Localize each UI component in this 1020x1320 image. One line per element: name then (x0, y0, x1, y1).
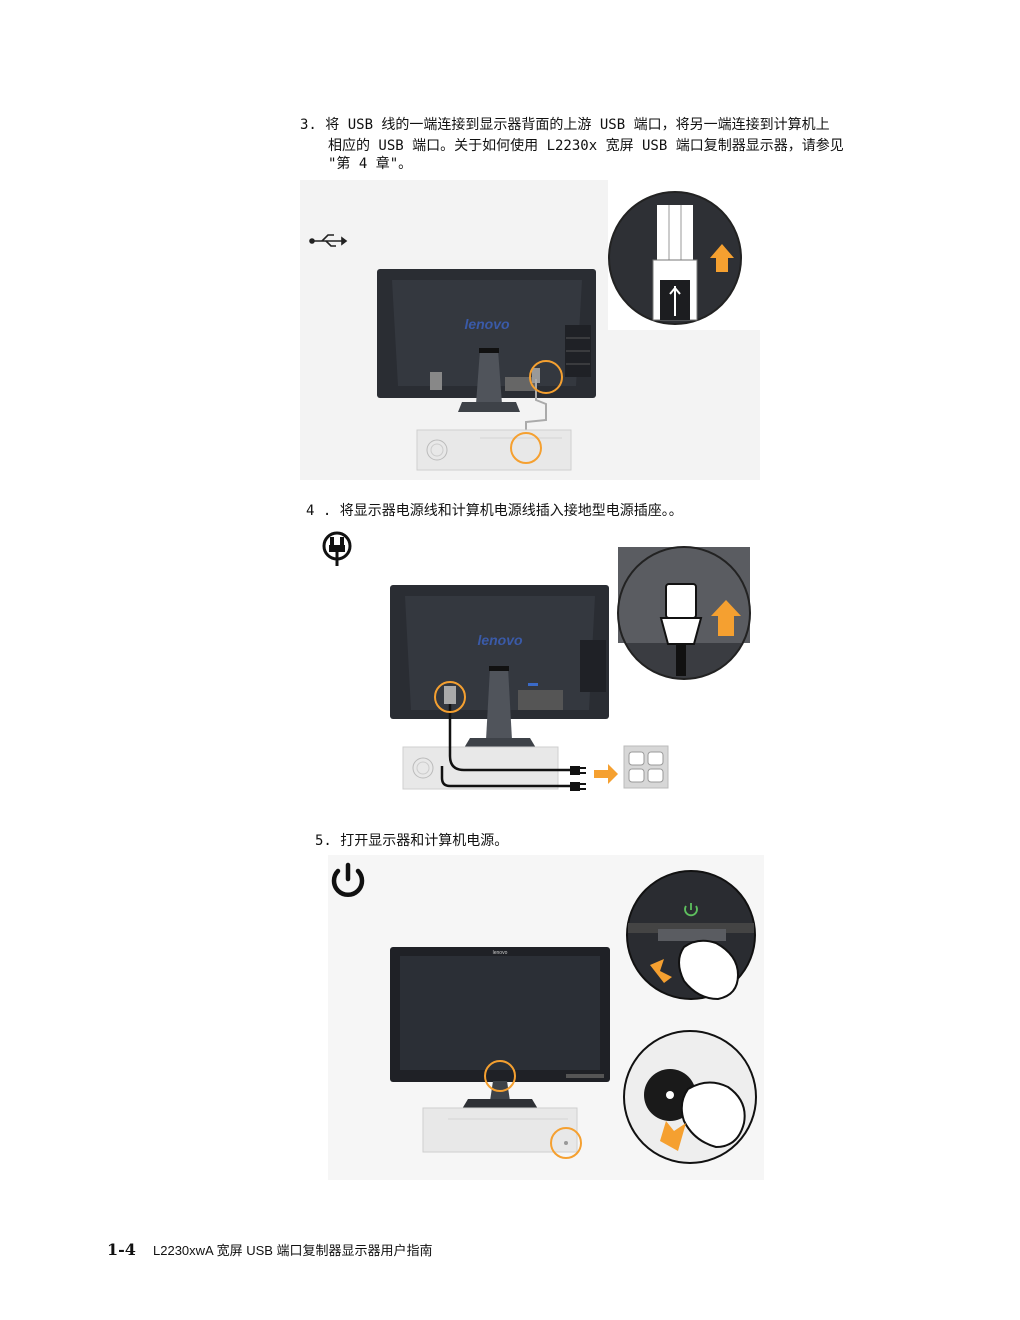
power-plug-icon (322, 531, 352, 566)
wall-outlet (623, 745, 669, 789)
lenovo-logo: lenovo (477, 632, 523, 648)
computer-case (416, 429, 572, 471)
usb-icon (669, 286, 681, 316)
usb-connection-illustration: lenovo (300, 180, 760, 480)
step-5-line-1: 5. 打开显示器和计算机电源。 (315, 833, 509, 849)
power-connection-illustration: lenovo (322, 531, 751, 791)
usb-icon (309, 234, 348, 247)
computer-case (422, 1107, 578, 1153)
power-port-zoom (617, 546, 751, 680)
power-led-icon (684, 903, 698, 917)
monitor-power-cable (448, 703, 574, 772)
step-3-line-1: 3. 将 USB 线的一端连接到显示器背面的上游 USB 端口，将另一端连接到计… (300, 117, 830, 133)
computer-power-button-zoom (623, 1030, 757, 1164)
press-arrow-icon (660, 1121, 686, 1151)
right-arrow-icon (594, 764, 618, 784)
up-arrow-icon (711, 600, 741, 636)
monitor-front: lenovo (390, 947, 610, 1082)
monitor-power-button-zoom (626, 870, 756, 1001)
monitor-back: lenovo (377, 269, 596, 398)
highlight-ring (529, 360, 563, 394)
power-on-illustration: lenovo (328, 855, 764, 1180)
step-4-line-1: 4 . 将显示器电源线和计算机电源线插入接地型电源插座。。 (306, 503, 683, 519)
power-icon (331, 862, 365, 898)
usb-cable (525, 379, 547, 448)
highlight-ring (434, 681, 466, 713)
step-3-line-2: 相应的 USB 端口。关于如何使用 L2230x 宽屏 USB 端口复制器显示器… (328, 138, 844, 154)
lenovo-logo: lenovo (464, 316, 510, 332)
monitor-stand (476, 350, 502, 404)
press-arrow-icon (650, 959, 672, 983)
computer-case (402, 746, 559, 790)
step-3-line-3: "第 4 章"。 (328, 156, 413, 172)
computer-power-cable (440, 766, 574, 788)
highlight-ring (550, 1127, 582, 1159)
footer-title: L2230xwA 宽屏 USB 端口复制器显示器用户指南 (153, 1243, 433, 1258)
highlight-ring (510, 432, 542, 464)
up-arrow-icon (710, 244, 734, 272)
monitor-stand (486, 668, 512, 740)
highlight-ring (484, 1060, 516, 1092)
lenovo-bezel-logo: lenovo (493, 950, 508, 956)
page-number: 1-4 (107, 1240, 136, 1259)
usb-port-zoom (608, 191, 742, 325)
